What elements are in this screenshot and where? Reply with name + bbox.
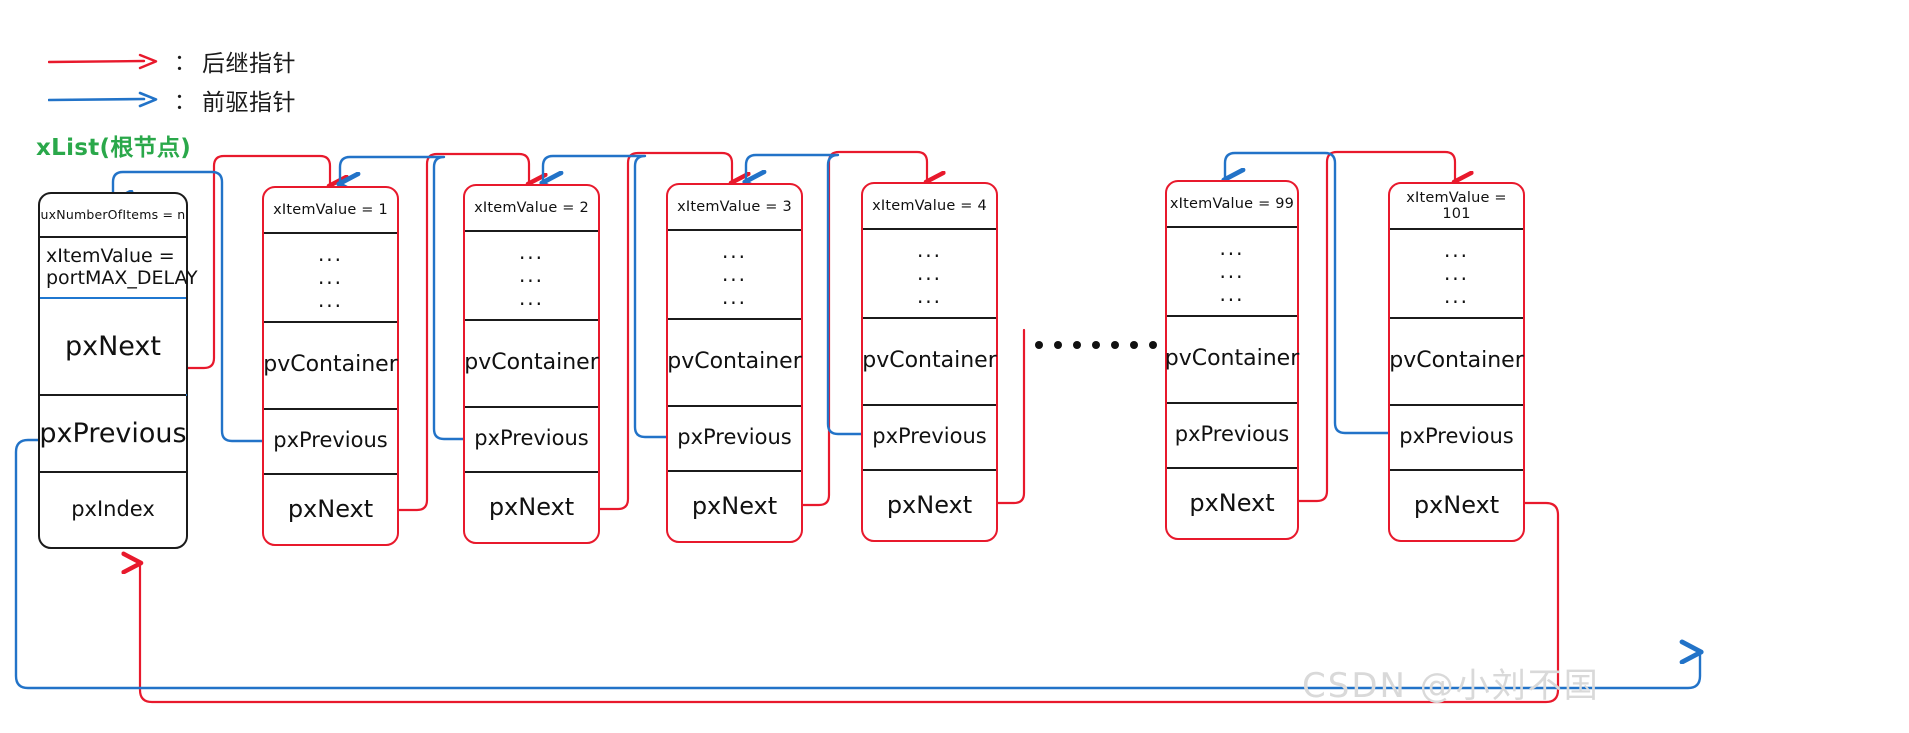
item-field-pvcontainer: pvContainer: [862, 316, 997, 404]
node-item-99[interactable]: xItemValue = 99 ... ... ... pvContainer …: [1165, 180, 1299, 540]
arrow-red-n4-next: [994, 328, 1026, 505]
root-field-pxnext: pxNext: [39, 297, 187, 397]
item-field-xitemvalue: xItemValue = 101: [1406, 189, 1507, 222]
item-field-xitemvalue: xItemValue = 1: [273, 201, 388, 218]
item-field-pxprevious: pxPrevious: [1167, 401, 1297, 467]
item-field-pxprevious: pxPrevious: [668, 404, 801, 470]
gap-dot: [1092, 341, 1100, 349]
item-field-pvcontainer: pvContainer: [1389, 316, 1524, 404]
arrow-red-into-n99: [1024, 165, 1140, 330]
ellipsis-line: ...: [317, 242, 344, 266]
item-field-pxprevious: pxPrevious: [863, 403, 996, 469]
item-field-pxnext: pxNext: [668, 469, 801, 541]
item-field-pxnext: pxNext: [465, 470, 598, 542]
item-field-ellipsis: ... ... ...: [863, 227, 996, 317]
root-field-pxprevious: pxPrevious: [39, 393, 187, 472]
item-field-pvcontainer: pvContainer: [263, 320, 398, 408]
red-arrow-icon: [48, 53, 158, 70]
node-item-2[interactable]: xItemValue = 2 ... ... ... pvContainer p…: [463, 184, 600, 544]
ellipsis-line: ...: [1219, 236, 1245, 260]
watermark: CSDN @小刘不国: [1302, 666, 1600, 706]
ellipsis-line: ...: [1219, 282, 1245, 306]
root-field-pxindex: pxIndex: [40, 471, 186, 547]
gap-dot: [1149, 341, 1157, 349]
legend-label-successor: 后继指针: [202, 51, 297, 77]
gap-dot: [1130, 341, 1138, 349]
ellipsis-line: ...: [1443, 261, 1470, 285]
item-field-pxnext: pxNext: [1390, 468, 1523, 540]
item-field-xitemvalue: xItemValue = 2: [474, 199, 589, 216]
legend-colon: ：: [174, 90, 197, 115]
ellipsis-line: ...: [1219, 259, 1245, 283]
blue-arrow-icon: [48, 91, 158, 108]
gap-dot: [1054, 341, 1062, 349]
item-field-xitemvalue: xItemValue = 3: [677, 198, 792, 215]
ellipsis-line: ...: [1443, 238, 1470, 262]
ellipsis-line: ...: [916, 261, 943, 285]
root-field-xitemvalue: xItemValue = portMAX_DELAY: [40, 235, 198, 298]
legend-label-predecessor: 前驱指针: [202, 90, 297, 116]
item-field-pvcontainer: pvContainer: [1165, 314, 1299, 402]
item-field-pxprevious: pxPrevious: [465, 405, 598, 471]
ellipsis-line: ...: [1443, 284, 1470, 308]
item-field-pxnext: pxNext: [1167, 466, 1297, 538]
item-field-pxprevious: pxPrevious: [264, 407, 397, 473]
item-field-ellipsis: ... ... ...: [1167, 225, 1297, 315]
ellipsis-line: ...: [317, 265, 344, 289]
legend-row-successor: ： 后继指针: [48, 44, 296, 78]
ellipsis-line: ...: [721, 285, 748, 309]
gap-dot: [1073, 341, 1081, 349]
root-field-uxnumberofitems: uxNumberOfItems = n: [40, 206, 186, 222]
item-field-ellipsis: ... ... ...: [465, 229, 598, 319]
ellipsis-line: ...: [916, 284, 943, 308]
gap-dot: [1035, 341, 1043, 349]
item-field-ellipsis: ... ... ...: [1390, 227, 1523, 317]
item-field-pxprevious: pxPrevious: [1390, 403, 1523, 469]
item-field-xitemvalue: xItemValue = 99: [1169, 195, 1295, 212]
legend-row-predecessor: ： 前驱指针: [48, 83, 296, 117]
ellipsis-line: ...: [518, 263, 545, 287]
item-field-pxnext: pxNext: [863, 468, 996, 540]
item-field-pvcontainer: pvContainer: [667, 317, 802, 405]
legend-colon: ：: [174, 51, 197, 76]
ellipsis-line: ...: [916, 238, 943, 262]
item-field-pxnext: pxNext: [264, 472, 397, 544]
gap-dot: [1111, 341, 1119, 349]
node-item-4[interactable]: xItemValue = 4 ... ... ... pvContainer p…: [861, 182, 998, 542]
item-field-pvcontainer: pvContainer: [464, 318, 599, 406]
node-item-101[interactable]: xItemValue = 101 ... ... ... pvContainer…: [1388, 182, 1525, 542]
ellipsis-line: ...: [518, 286, 545, 310]
item-field-ellipsis: ... ... ...: [264, 231, 397, 321]
ellipsis-line: ...: [721, 239, 748, 263]
node-item-1[interactable]: xItemValue = 1 ... ... ... pvContainer p…: [262, 186, 399, 546]
node-item-3[interactable]: xItemValue = 3 ... ... ... pvContainer p…: [666, 183, 803, 543]
root-node-caption: xList(根节点): [36, 135, 192, 161]
node-xlist-root[interactable]: uxNumberOfItems = n xItemValue = portMAX…: [38, 192, 198, 549]
ellipsis-line: ...: [317, 288, 344, 312]
ellipsis-line: ...: [721, 262, 748, 286]
item-field-ellipsis: ... ... ...: [668, 228, 801, 318]
ellipsis-line: ...: [518, 240, 545, 264]
item-field-xitemvalue: xItemValue = 4: [872, 197, 987, 214]
